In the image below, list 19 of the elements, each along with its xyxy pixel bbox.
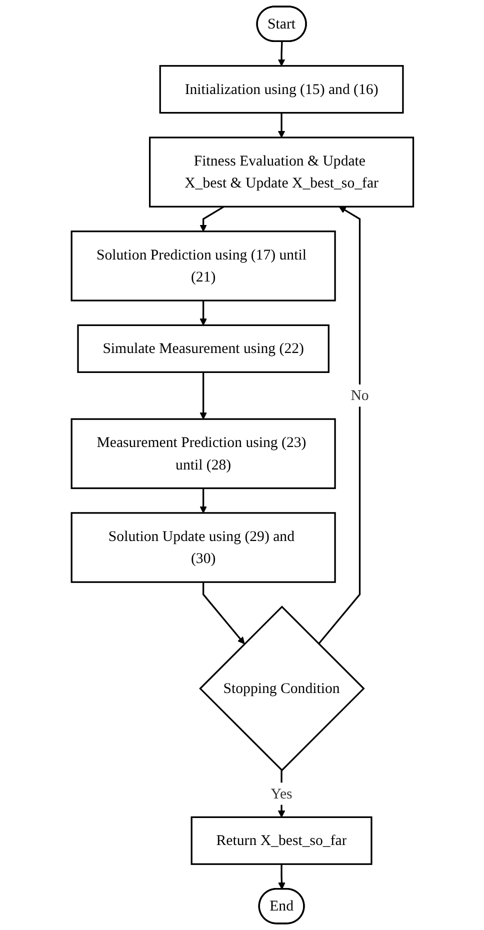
node-box: Measurement Prediction using (23) until (28): [70, 418, 336, 490]
edge-label: No: [350, 386, 368, 404]
arrow: [318, 206, 360, 644]
node-box: Fitness Evaluation & Update X_best & Update X_best_so_far: [148, 136, 414, 208]
arrow: [199, 300, 206, 326]
arrow: [278, 864, 285, 890]
arrow: [277, 42, 285, 66]
arrow: [199, 206, 224, 232]
arrow: [202, 582, 244, 644]
node-diamond: Stopping Condition: [198, 606, 364, 772]
arrow: [199, 488, 206, 514]
node-box: Initialization using (15) and (16): [158, 65, 404, 114]
edge-label: Yes: [270, 785, 292, 802]
node-box: Solution Prediction using (17) until (21): [70, 230, 336, 302]
arrow: [199, 372, 206, 420]
node-box: Return X_best_so_far: [190, 816, 372, 865]
node-box: Simulate Measurement using (22): [76, 324, 330, 373]
arrow: [277, 112, 285, 138]
node-box: Solution Update using (29) and (30): [70, 512, 336, 583]
